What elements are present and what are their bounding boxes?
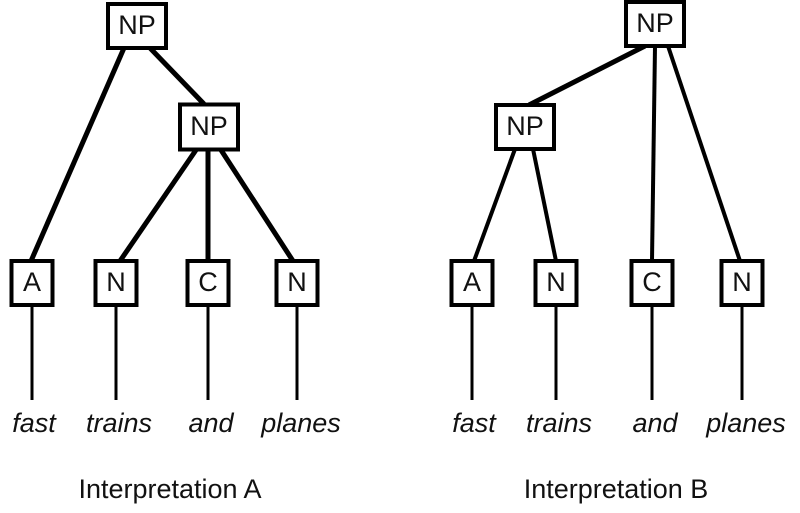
- caption-tree-a: Interpretation A: [78, 474, 261, 504]
- node-label-b-root: NP: [636, 8, 674, 38]
- word-label-planes: planes: [260, 408, 341, 438]
- node-b-leaf-n2[interactable]: N: [719, 259, 765, 307]
- tree-tree-b: fast trains and planes NP NP A N C N Interpretatio…: [449, 0, 786, 504]
- node-label-a-root: NP: [118, 10, 156, 40]
- branch-a-root-to-a-np2: [148, 46, 206, 106]
- word-label-and: and: [188, 408, 234, 438]
- branch-a-np2-to-a-leaf-n2: [218, 148, 296, 263]
- branch-b-np2-to-b-leaf-n1: [531, 148, 558, 262]
- node-label-b-leaf-n1: N: [546, 267, 566, 297]
- node-label-b-leaf-a: A: [463, 267, 481, 297]
- node-a-leaf-c[interactable]: C: [185, 259, 231, 307]
- node-box-a-np2: [178, 102, 240, 152]
- trees-layer: fast trains and planes NP NP A N C N Interpretatio…: [9, 0, 786, 504]
- word-label-trains: trains: [86, 408, 152, 438]
- branch-b-root-to-b-leaf-n2: [666, 45, 742, 262]
- branch-b-root-to-b-np2: [527, 43, 647, 108]
- node-box-b-leaf-n1: [533, 259, 579, 307]
- word-label-fast: fast: [452, 408, 497, 438]
- node-box-a-root: [106, 2, 168, 50]
- word-label-trains: trains: [526, 408, 592, 438]
- tree-tree-a: fast trains and planes NP NP A N C N Interpretatio…: [9, 2, 341, 504]
- node-a-root[interactable]: NP: [106, 2, 168, 50]
- node-a-np2[interactable]: NP: [178, 102, 240, 152]
- node-box-b-leaf-a: [449, 259, 495, 307]
- branch-a-np2-to-a-leaf-n1: [117, 148, 199, 263]
- node-b-leaf-n1[interactable]: N: [533, 259, 579, 307]
- node-label-a-leaf-n2: N: [287, 267, 307, 297]
- node-box-b-leaf-c: [629, 259, 675, 307]
- word-label-and: and: [632, 408, 678, 438]
- node-box-b-leaf-n2: [719, 259, 765, 307]
- node-label-a-leaf-c: C: [198, 267, 218, 297]
- node-box-b-root: [624, 0, 686, 48]
- node-label-b-np2: NP: [506, 111, 544, 141]
- node-box-b-np2: [494, 103, 556, 151]
- branch-b-np2-to-b-leaf-a: [472, 148, 517, 262]
- node-a-leaf-n1[interactable]: N: [93, 259, 139, 307]
- node-a-leaf-a[interactable]: A: [9, 259, 55, 307]
- node-a-leaf-n2[interactable]: N: [274, 259, 320, 307]
- node-b-root[interactable]: NP: [624, 0, 686, 48]
- node-box-a-leaf-c: [185, 259, 231, 307]
- node-label-b-leaf-n2: N: [732, 267, 752, 297]
- caption-tree-b: Interpretation B: [524, 474, 709, 504]
- node-label-a-leaf-a: A: [23, 267, 41, 297]
- branch-a-root-to-a-leaf-a: [28, 46, 127, 263]
- node-label-a-leaf-n1: N: [106, 267, 126, 297]
- node-label-b-leaf-c: C: [642, 267, 662, 297]
- word-label-fast: fast: [12, 408, 57, 438]
- node-box-a-leaf-a: [9, 259, 55, 307]
- branch-b-root-to-b-leaf-c: [650, 45, 657, 262]
- word-label-planes: planes: [705, 408, 786, 438]
- node-b-leaf-c[interactable]: C: [629, 259, 675, 307]
- node-box-a-leaf-n2: [274, 259, 320, 307]
- node-b-leaf-a[interactable]: A: [449, 259, 495, 307]
- node-label-a-np2: NP: [190, 111, 228, 141]
- node-b-np2[interactable]: NP: [494, 103, 556, 151]
- node-box-a-leaf-n1: [93, 259, 139, 307]
